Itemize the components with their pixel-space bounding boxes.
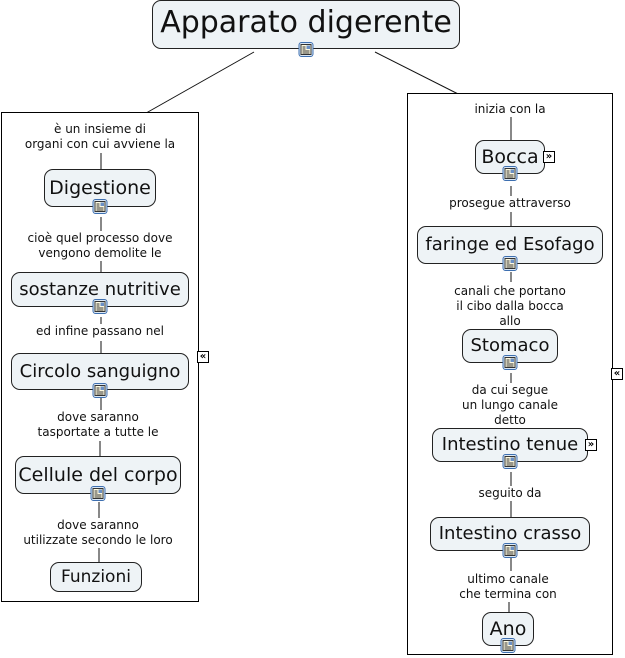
- linking-phrase: prosegue attraverso: [449, 196, 571, 211]
- resource-document-icon[interactable]: [502, 454, 518, 469]
- concept-digestione[interactable]: Digestione: [44, 169, 156, 207]
- linking-phrase: seguito da: [478, 486, 542, 501]
- concept-label: Circolo sanguigno: [19, 360, 181, 382]
- concept-label: Funzioni: [61, 566, 131, 587]
- concept-label: Intestino tenue: [441, 434, 579, 455]
- resource-document-icon[interactable]: [92, 299, 108, 314]
- resource-document-icon[interactable]: [90, 486, 106, 501]
- concept-label: Stomaco: [470, 335, 550, 356]
- nested-node-right[interactable]: [407, 93, 613, 655]
- linking-phrase: da cui segue un lungo canale detto: [452, 383, 568, 428]
- resource-document-icon[interactable]: [500, 638, 516, 653]
- concept-label: Intestino crasso: [438, 523, 582, 544]
- concept-label: Ano: [489, 617, 527, 640]
- resource-document-icon[interactable]: [92, 383, 108, 398]
- resource-document-icon[interactable]: [502, 355, 518, 370]
- linking-phrase: dove saranno utilizzate secondo le loro: [23, 518, 173, 548]
- linking-phrase-right-intro: inizia con la: [474, 102, 546, 117]
- root-concept-apparato-digerente[interactable]: Apparato digerente: [152, 0, 460, 49]
- resource-document-icon[interactable]: [92, 199, 108, 214]
- linking-phrase: ultimo canale che termina con: [459, 572, 557, 602]
- expand-icon[interactable]: »: [585, 439, 597, 451]
- linking-phrase: canali che portano il cibo dalla bocca a…: [452, 284, 568, 329]
- concept-label: Bocca: [481, 145, 539, 168]
- concept-label: Digestione: [49, 176, 151, 199]
- concept-label: faringe ed Esofago: [425, 234, 595, 255]
- resource-document-icon[interactable]: [298, 42, 314, 57]
- resource-document-icon[interactable]: [502, 543, 518, 558]
- expand-icon[interactable]: »: [543, 151, 555, 163]
- resource-document-icon[interactable]: [502, 166, 518, 181]
- collapse-icon[interactable]: «: [197, 351, 209, 363]
- concept-circolo-sanguigno[interactable]: Circolo sanguigno: [11, 353, 189, 390]
- linking-phrase: dove saranno tasportate a tutte le: [37, 410, 159, 440]
- linking-phrase-left-intro: è un insieme di organi con cui avviene l…: [24, 122, 176, 152]
- collapse-icon[interactable]: «: [611, 368, 623, 380]
- root-label: Apparato digerente: [160, 4, 452, 40]
- link-root-left: [131, 51, 255, 122]
- resource-document-icon[interactable]: [502, 256, 518, 271]
- concept-label: Cellule del corpo: [18, 463, 178, 486]
- concept-label: sostanze nutritive: [19, 278, 181, 300]
- linking-phrase: cioè quel processo dove vengono demolite…: [27, 231, 173, 261]
- concept-intestino-tenue[interactable]: Intestino tenue: [432, 428, 588, 462]
- concept-funzioni[interactable]: Funzioni: [50, 562, 142, 592]
- linking-phrase: ed infine passano nel: [35, 324, 165, 339]
